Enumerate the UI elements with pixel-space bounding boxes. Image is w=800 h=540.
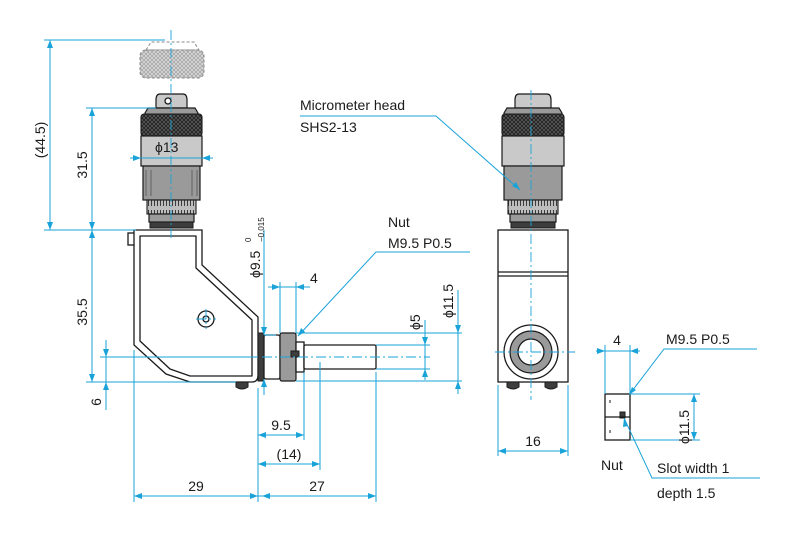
micrometer-head-front (501, 93, 565, 229)
front-view (300, 90, 575, 456)
micrometer-head-label: Micrometer head (300, 97, 405, 113)
nut-label: Nut (388, 214, 410, 230)
nut-detail-caption: Nut (601, 457, 623, 473)
center-lines-front (495, 90, 575, 400)
callout-texts: Micrometer head SHS2-13 Nut M9.5 P0.5 M9… (300, 97, 730, 501)
dim-phi5: ϕ5 (407, 314, 423, 330)
dim-27: 27 (309, 478, 325, 494)
nut-detail (596, 345, 760, 479)
dim-4: 4 (310, 270, 318, 286)
nut-thread-label: M9.5 P0.5 (388, 235, 452, 251)
dim-phi11-5-nut: ϕ11.5 (676, 410, 692, 444)
slot-depth-label: depth 1.5 (657, 485, 716, 501)
bracket-body (127, 229, 259, 390)
dim-31-5: 31.5 (74, 151, 90, 178)
dimension-lines-side (44, 39, 470, 502)
slot-width-label: Slot width 1 (657, 460, 730, 476)
bracket-front (497, 229, 569, 390)
dim-9-5: 9.5 (271, 417, 291, 433)
dimension-lines-front (300, 115, 569, 456)
dim-phi9-5-tol-upper: 0 (244, 237, 253, 242)
dim-phi11-5: ϕ11.5 (440, 284, 456, 318)
dim-4-nut: 4 (613, 332, 621, 348)
dim-phi9-5-tol-lower: −0.015 (257, 217, 266, 242)
dim-phi9-5: ϕ9.5 (247, 250, 263, 278)
dim-35-5: 35.5 (74, 298, 90, 325)
center-lines-side (170, 30, 430, 358)
side-view (44, 30, 470, 502)
dim-29: 29 (188, 478, 204, 494)
dim-14: (14) (277, 446, 302, 462)
nut-detail-thread-label: M9.5 P0.5 (666, 331, 730, 347)
micrometer-head (140, 93, 203, 229)
ghost-micrometer-top (139, 41, 205, 79)
dim-44-5: (44.5) (32, 122, 48, 159)
dimension-texts: (44.5) 31.5 35.5 6 ϕ13 ϕ9.5 0 −0.015 4 ϕ… (32, 122, 692, 494)
dim-phi13: ϕ13 (155, 139, 179, 155)
dim-6: 6 (88, 398, 104, 406)
dimension-lines-nut (596, 345, 760, 479)
dim-16: 16 (525, 433, 541, 449)
micrometer-model-label: SHS2-13 (300, 119, 357, 135)
